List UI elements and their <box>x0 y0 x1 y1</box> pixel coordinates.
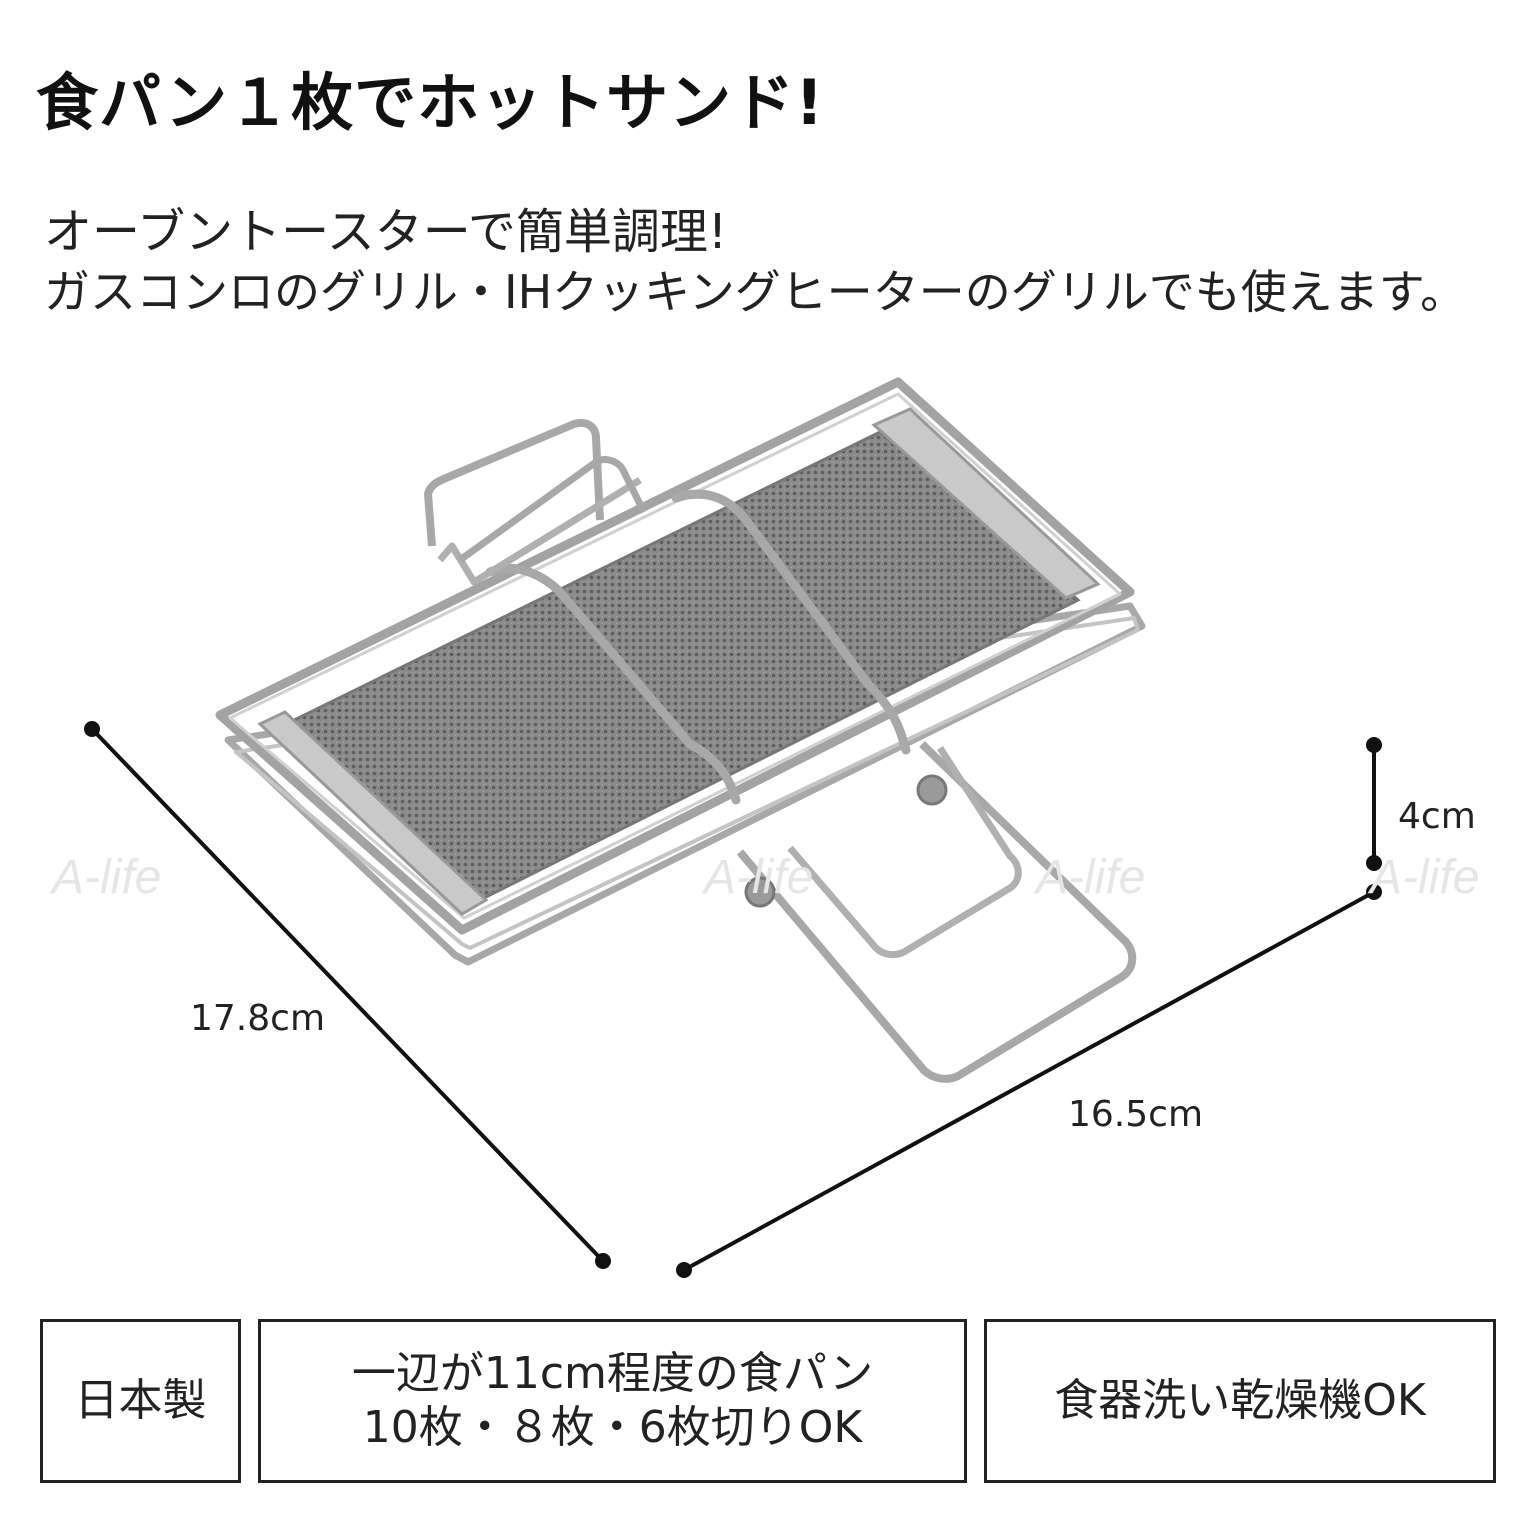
subtitle-line-2: ガスコンロのグリル・IHクッキングヒーターのグリルでも使えます。 <box>44 265 1467 319</box>
watermark: A-life <box>704 851 814 904</box>
feature-box-bread-size: 一辺が11cm程度の食パン 10枚・８枚・6枚切りOK <box>258 1319 967 1483</box>
feature-text: 食器洗い乾燥機OK <box>1054 1375 1426 1427</box>
dimension-point-icon <box>1366 737 1382 753</box>
height-dimension-label: 4cm <box>1398 796 1476 837</box>
feature-box-made-in-japan: 日本製 <box>40 1319 241 1483</box>
feature-box-dishwasher: 食器洗い乾燥機OK <box>984 1319 1496 1483</box>
feature-text: 日本製 <box>74 1375 207 1427</box>
dimension-point-icon <box>595 1253 611 1269</box>
hot-sand-grill-illustration <box>215 377 1146 1083</box>
watermark: A-life <box>52 851 162 904</box>
depth-dimension-label: 17.8cm <box>190 998 326 1039</box>
watermark: A-life <box>1036 851 1146 904</box>
dimension-point-icon <box>1366 855 1382 871</box>
dimension-point-icon <box>676 1262 692 1278</box>
subtitle-line-1: オーブントースターで簡単調理! <box>44 204 728 260</box>
feature-text: 10枚・８枚・6枚切りOK <box>362 1402 863 1453</box>
width-dimension-label: 16.5cm <box>1068 1094 1204 1135</box>
page-title: 食パン１枚でホットサンド! <box>36 66 825 139</box>
feature-text: 一辺が11cm程度の食パン <box>351 1348 874 1400</box>
dimension-point-icon <box>1366 884 1382 900</box>
watermark: A-life <box>1370 851 1480 904</box>
dimension-lines <box>84 721 1382 1278</box>
dimension-point-icon <box>84 721 100 737</box>
product-illustration <box>84 377 1382 1278</box>
